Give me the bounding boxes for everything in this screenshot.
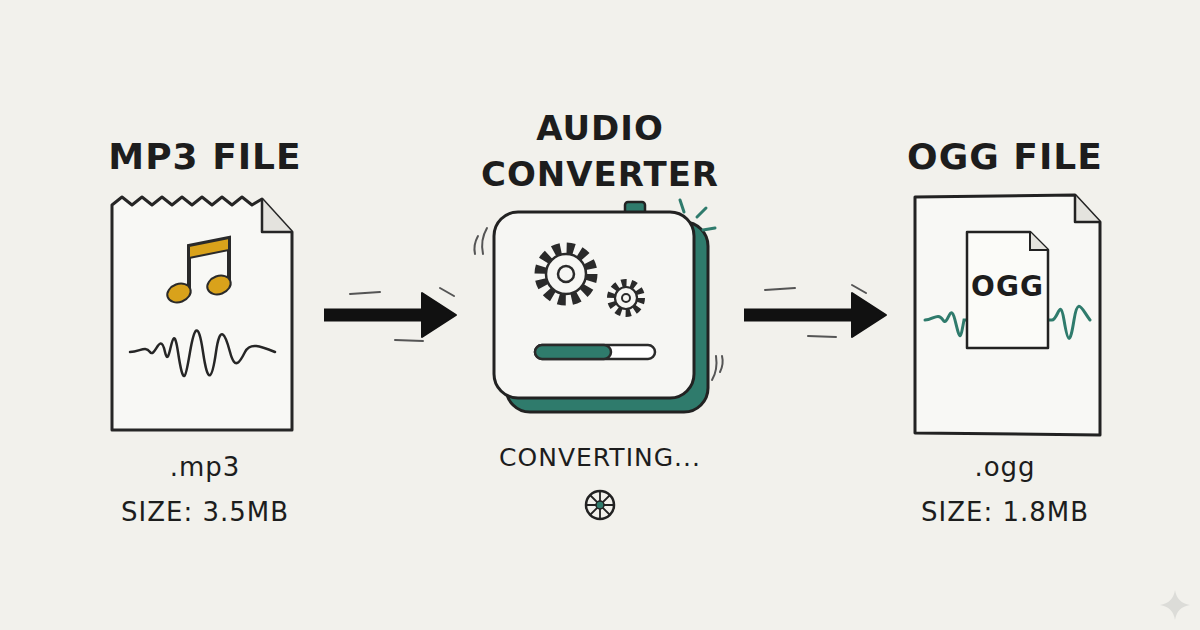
arrow-head bbox=[422, 293, 456, 337]
progress-track bbox=[535, 345, 655, 359]
mp3-document-icon bbox=[112, 197, 292, 430]
music-note bbox=[165, 238, 234, 306]
flow-arrow bbox=[324, 293, 456, 337]
badge-fold bbox=[1030, 232, 1048, 250]
spinner-icon bbox=[586, 491, 614, 519]
converter-node: AUDIO CONVERTER CONVERTING... bbox=[470, 100, 730, 540]
badge-text: OGG bbox=[965, 270, 1050, 304]
arrow-shaft bbox=[744, 309, 856, 322]
arrow-head bbox=[852, 293, 886, 337]
spark-marks bbox=[680, 200, 715, 230]
file-extension: .ogg bbox=[900, 452, 1110, 483]
document-outline bbox=[915, 195, 1100, 435]
gear-large bbox=[540, 248, 592, 300]
file-size: SIZE: 1.8MB bbox=[900, 497, 1110, 528]
document-fold bbox=[1075, 195, 1100, 222]
status-text: CONVERTING... bbox=[470, 443, 730, 473]
file-extension: .mp3 bbox=[100, 452, 310, 483]
document-fold bbox=[262, 199, 292, 232]
progress-fill bbox=[535, 345, 611, 359]
document-outline bbox=[112, 197, 292, 430]
file-size: SIZE: 3.5MB bbox=[100, 497, 310, 528]
format-badge: OGG bbox=[965, 230, 1050, 350]
converter-heading: AUDIO CONVERTER bbox=[470, 105, 730, 197]
arrow-shaft bbox=[324, 309, 426, 322]
file-heading: OGG FILE bbox=[900, 135, 1110, 178]
file-heading: MP3 FILE bbox=[100, 135, 310, 178]
machine-front bbox=[494, 212, 694, 398]
waveform bbox=[130, 330, 275, 376]
flow-arrow bbox=[744, 293, 886, 337]
ogg-document-icon bbox=[915, 195, 1100, 435]
converter-machine bbox=[494, 200, 715, 412]
file-node: MP3 FILE .mp3SIZE: 3.5MB bbox=[100, 100, 310, 540]
gear-small bbox=[611, 283, 641, 313]
file-node: OGG FILE .oggSIZE: 1.8MB OGG bbox=[900, 100, 1110, 540]
watermark-sparkle bbox=[1160, 590, 1190, 620]
